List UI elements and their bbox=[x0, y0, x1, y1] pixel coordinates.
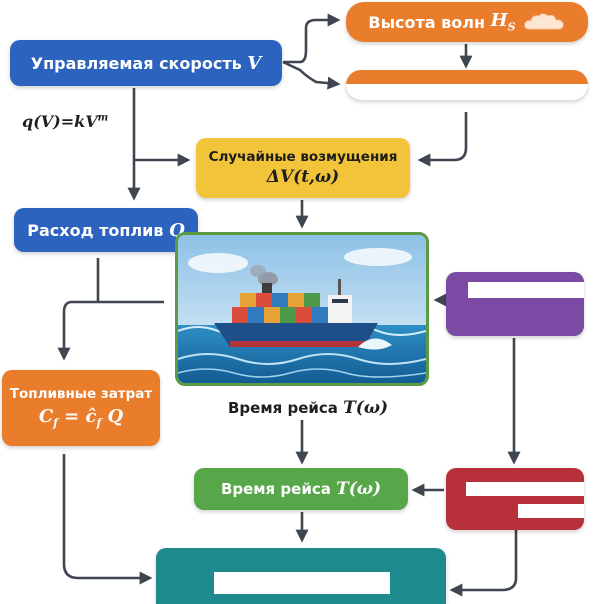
arrow-fuel-to-costs bbox=[57, 258, 100, 361]
node-teal-obscured bbox=[156, 548, 446, 604]
occlusion bbox=[214, 572, 390, 594]
node-controlled-speed-var: V bbox=[247, 52, 262, 74]
node-wave-height-label: Высота волн bbox=[368, 12, 486, 32]
node-random-disturbances-formula: ΔV(t,ω) bbox=[266, 167, 340, 187]
node-fuel-consumption: Расход топлив Q bbox=[14, 208, 198, 252]
occlusion bbox=[518, 504, 584, 518]
node-wave-height: Высота волн HS bbox=[346, 2, 588, 42]
node-controlled-speed: Управляемая скорость V bbox=[10, 40, 282, 86]
ship-caption: Время рейса T(ω) bbox=[228, 398, 388, 418]
arrow-speed-to-wave bbox=[283, 13, 341, 64]
occlusion bbox=[466, 482, 584, 496]
occlusion bbox=[468, 282, 584, 298]
node-controlled-speed-label: Управляемая скорость bbox=[30, 53, 242, 73]
node-fuel-costs-label: Топливные затрат bbox=[9, 386, 153, 403]
relation-formula: q(V)=kVm bbox=[22, 112, 109, 131]
arrow-red-to-teal bbox=[449, 528, 518, 597]
cloud-icon bbox=[523, 13, 564, 30]
relation-lhs: q(V) bbox=[22, 112, 61, 131]
node-fuel-consumption-label: Расход топлив bbox=[27, 220, 164, 240]
node-fuel-costs: Топливные затрат Cf = ĉf Q bbox=[2, 370, 160, 446]
node-random-disturbances: Случайные возмущения ΔV(t,ω) bbox=[196, 138, 410, 198]
node-trip-time-label: Время рейса bbox=[220, 480, 331, 498]
node-wave-height-sub: S bbox=[507, 20, 516, 34]
node-purple-obscured bbox=[446, 272, 584, 336]
occlusion bbox=[346, 84, 588, 100]
arrow-orange2-to-disturbances bbox=[417, 112, 468, 167]
node-orange-obscured bbox=[346, 70, 588, 100]
ship-caption-formula: T(ω) bbox=[343, 398, 389, 418]
node-trip-time: Время рейса T(ω) bbox=[194, 468, 408, 510]
node-wave-height-var: H bbox=[490, 10, 508, 32]
ship-caption-label: Время рейса bbox=[228, 399, 338, 417]
cargo-ship-illustration bbox=[178, 235, 426, 383]
node-random-disturbances-label: Случайные возмущения bbox=[208, 149, 398, 165]
arrow-costs-to-teal bbox=[62, 454, 153, 585]
relation-exp: m bbox=[97, 112, 109, 124]
node-fuel-costs-formula: Cf = ĉf Q bbox=[38, 406, 124, 430]
node-red-obscured bbox=[446, 468, 584, 530]
arrow-speed-to-orange2 bbox=[282, 60, 341, 90]
ship-illustration-frame bbox=[175, 232, 429, 386]
node-trip-time-formula: T(ω) bbox=[336, 479, 382, 499]
relation-rhs: kV bbox=[74, 112, 98, 131]
